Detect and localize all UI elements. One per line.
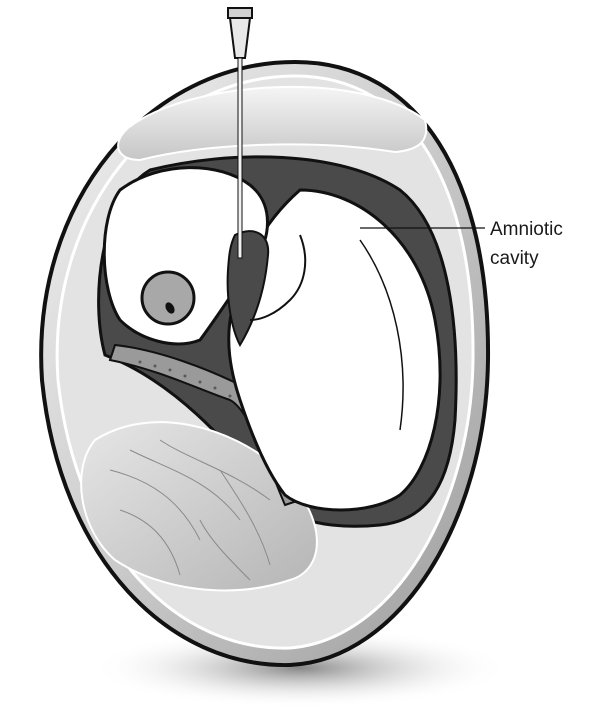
amniotic-cavity-label-line-1: Amniotic — [490, 219, 563, 240]
amniotic-cavity-label-line-2: cavity — [490, 248, 539, 269]
needle-hub — [230, 18, 250, 58]
fetus-hand — [142, 272, 194, 324]
needle-shaft — [238, 58, 242, 258]
needle-hub-top — [228, 8, 252, 18]
